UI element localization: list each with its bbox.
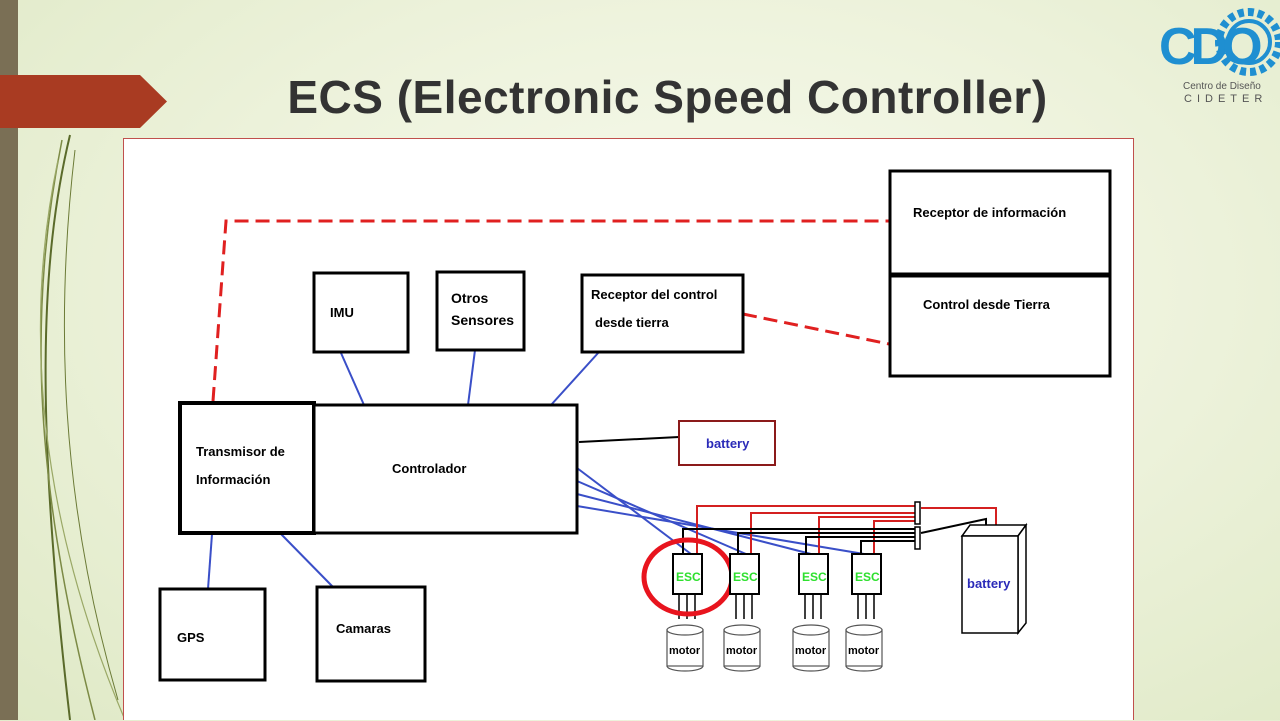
esc-unit: ESC motor (845, 553, 883, 672)
receptor-informacion-label: Receptor de información (913, 205, 1066, 220)
esc-unit: ESC motor (666, 553, 704, 672)
controlador-box (312, 403, 579, 535)
slide-title: ECS (Electronic Speed Controller) (287, 71, 1048, 123)
gps-box (158, 587, 267, 682)
motor-bottom (666, 665, 704, 672)
transmisor-label-2: Información (196, 472, 270, 487)
motor-label: motor (848, 645, 880, 657)
esc-label: ESC (733, 570, 758, 584)
battery-link (578, 436, 680, 443)
logo-mark: CDO (1159, 18, 1261, 76)
motor-body (723, 629, 761, 667)
esc-unit: ESC motor (792, 553, 830, 672)
battery-large: battery (960, 522, 1028, 636)
transmisor-box (178, 401, 316, 535)
receptor-control-label-2: desde tierra (595, 315, 669, 330)
esc-label: ESC (802, 570, 827, 584)
motor-label: motor (726, 645, 758, 657)
esc-label: ESC (855, 570, 880, 584)
camaras-box (315, 585, 427, 683)
power-wires (696, 505, 997, 554)
otros-sensores-box (435, 270, 526, 352)
esc-box (672, 553, 703, 595)
transmisor-label-1: Transmisor de (196, 444, 285, 459)
esc-label: ESC (676, 570, 701, 584)
motor-label: motor (669, 645, 701, 657)
motor-top (723, 624, 761, 636)
controlador-label: Controlador (392, 461, 466, 476)
imu-label: IMU (330, 305, 354, 320)
battery-small-label: battery (706, 436, 750, 451)
otros-sensores-label-1: Otros (451, 290, 489, 306)
gear-icon (1215, 8, 1280, 76)
wireless-link-lines (211, 219, 890, 402)
control-desde-tierra-box (888, 274, 1112, 378)
otros-sensores-label-2: Sensores (451, 312, 514, 328)
motor-top (792, 624, 830, 636)
cideter-logo: CDO (1159, 8, 1280, 76)
motor-top (845, 624, 883, 636)
gps-label: GPS (177, 630, 205, 645)
ground-wires (682, 517, 987, 554)
receptor-control-box (580, 273, 745, 354)
motor-top (666, 624, 704, 636)
esc-unit: ESC motor (723, 553, 761, 672)
camaras-label: Camaras (336, 621, 391, 636)
motor-body (792, 629, 830, 667)
motor-bottom (723, 665, 761, 672)
battery-small-box (678, 420, 776, 466)
logo-caption-line2: CIDETER (1184, 93, 1268, 105)
left-decor-strip (0, 0, 18, 720)
motor-bottom (845, 665, 883, 672)
motor-body (666, 629, 704, 667)
esc-box (851, 553, 882, 595)
esc-block-diagram: Receptor de información Control desde Ti… (158, 169, 1112, 683)
battery-large-label: battery (967, 576, 1011, 591)
receptor-informacion-box (888, 169, 1112, 276)
power-connector (914, 501, 921, 525)
control-desde-tierra-label: Control desde Tierra (923, 297, 1051, 312)
diagram-panel: Receptor de información Control desde Ti… (123, 138, 1134, 720)
receptor-control-label-1: Receptor del control (591, 287, 717, 302)
esc-units: ESC motor ESC motor ESC motor ESC motor (641, 537, 883, 672)
logo-caption-line1: Centro de Diseño (1183, 81, 1261, 92)
title-accent-arrow (0, 75, 167, 128)
imu-box (312, 271, 410, 354)
motor-label: motor (795, 645, 827, 657)
ground-connector (914, 526, 921, 550)
motor-bottom (792, 665, 830, 672)
decorative-grass-strokes (39, 134, 126, 720)
signal-wires (207, 349, 865, 590)
